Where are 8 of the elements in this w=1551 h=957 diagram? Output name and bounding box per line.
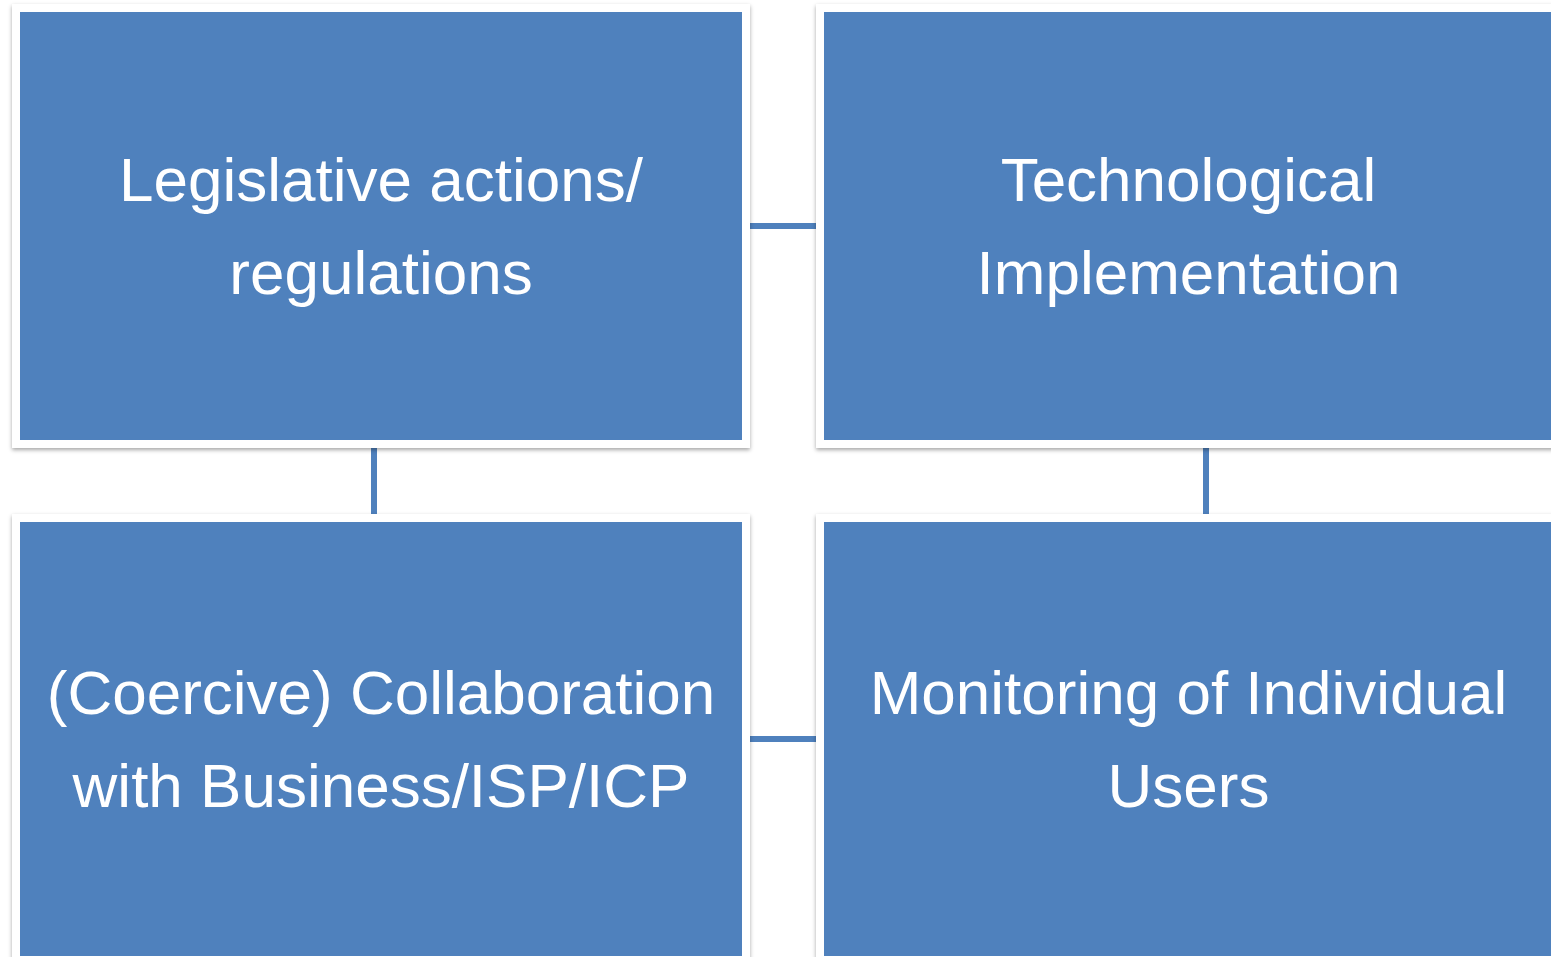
- connector-line: [1203, 448, 1209, 514]
- box-label: Monitoring of Individual Users: [868, 657, 1509, 822]
- box-label: (Coercive) Collaboration with Business/ISP/ICP: [45, 657, 717, 822]
- box-label: Technological Implementation: [975, 144, 1402, 309]
- connector-line: [371, 448, 377, 514]
- connector-line: [750, 223, 816, 229]
- box-label: Legislative actions/ regulations: [118, 144, 644, 309]
- connector-line: [750, 736, 816, 742]
